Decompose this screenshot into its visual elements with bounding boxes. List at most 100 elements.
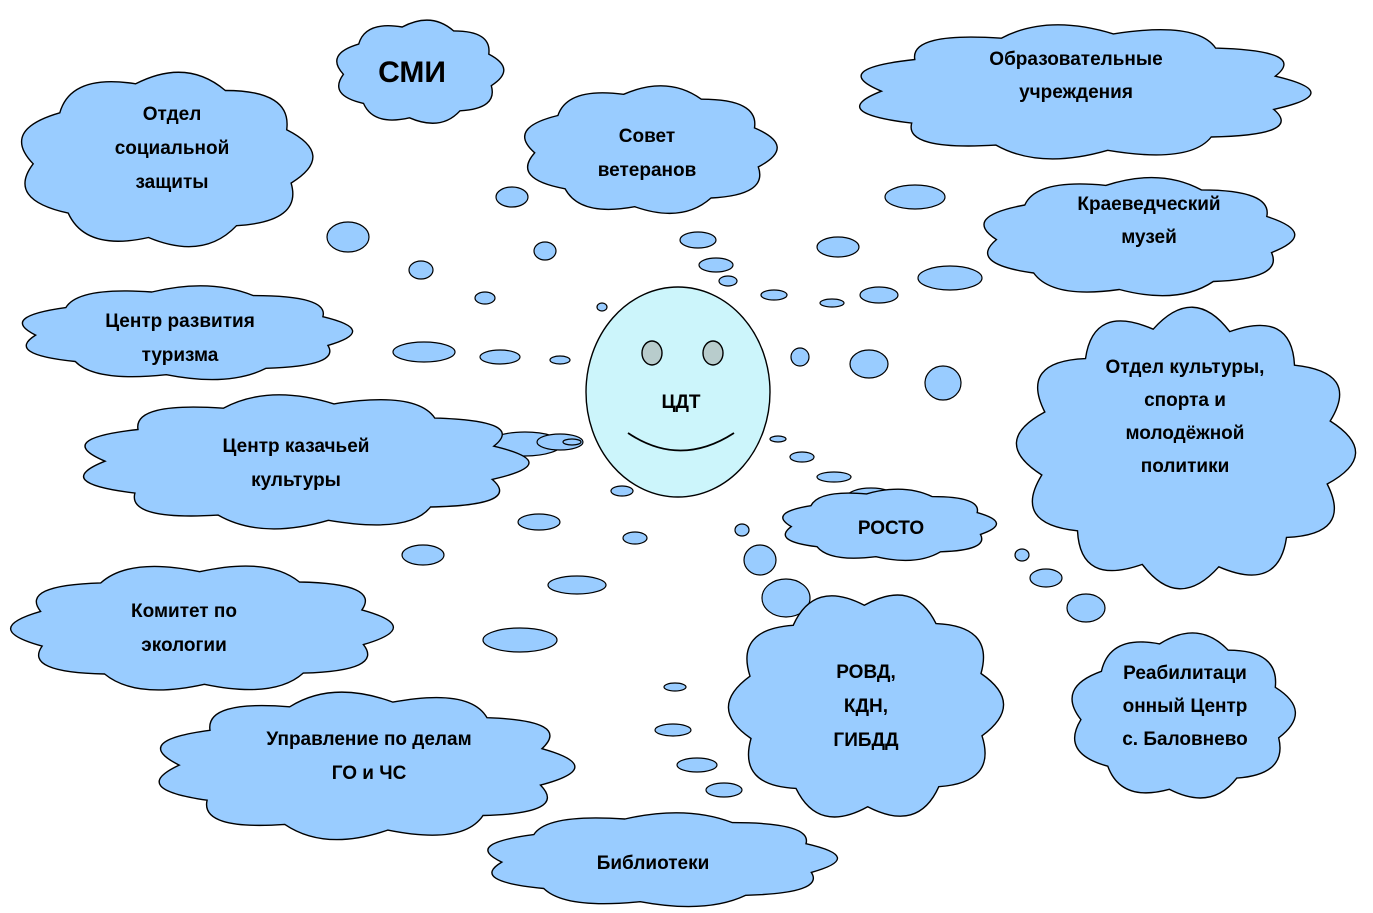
cloud-label-line: туризма [142, 345, 219, 366]
cloud-emergency: Управление по делам ГО и ЧС [158, 691, 576, 841]
connector-bubble [663, 682, 687, 692]
connector-bubble [1066, 593, 1106, 623]
connector-bubble [533, 241, 557, 261]
connector-bubble [654, 723, 692, 737]
cloud-label-line: СМИ [378, 56, 446, 89]
connector-bubble [734, 523, 750, 537]
cloud-culture: Отдел культуры,спорта имолодёжнойполитик… [1015, 306, 1357, 590]
connector-bubble [408, 260, 434, 280]
connector-bubble [769, 435, 787, 443]
cloud-label-line: Управление по делам [266, 729, 471, 750]
cloud-label-line: социальной [115, 138, 230, 159]
connector-bubble [679, 231, 717, 249]
connector-bubble [705, 782, 743, 798]
cloud-label-line: Совет [619, 126, 675, 147]
connector-bubble [917, 265, 983, 291]
connector-bubble [884, 184, 946, 210]
cloud-label-line: Краеведческий [1077, 194, 1220, 215]
cloud-cossack: Центр казачьей культуры [82, 394, 530, 530]
cloud-label-line: Образовательные [989, 49, 1162, 70]
cloud-label-line: Комитет по [131, 601, 237, 622]
cloud-shape [21, 71, 314, 248]
cloud-nodes: СМИ Отдел социальной защиты Совет ветеранов Об… [9, 19, 1357, 908]
connector-bubble [743, 544, 777, 576]
cloud-label-line: ГИБДД [833, 730, 899, 751]
connector-bubble [718, 275, 738, 287]
cloud-shape [1071, 632, 1297, 799]
cloud-shape [782, 488, 998, 562]
connector-bubble [760, 289, 788, 301]
connector-bubble [517, 513, 561, 531]
cloud-label-line: онный Центр [1123, 696, 1248, 717]
cloud-label-line: РОСТО [858, 518, 924, 539]
connector-bubble [474, 291, 496, 305]
center-face: ЦДТ [585, 286, 771, 498]
cloud-label-line: музей [1121, 227, 1177, 248]
cloud-shape [1015, 306, 1357, 590]
connector-bubble [789, 451, 815, 463]
cloud-label-line: Библиотеки [597, 853, 710, 874]
connector-bubble [849, 349, 889, 379]
cloud-shape [487, 812, 839, 908]
connector-bubble [622, 531, 648, 545]
cloud-museum: Краеведческий музей [983, 176, 1296, 297]
connector-bubble [676, 757, 718, 773]
cloud-label-line: защиты [135, 172, 208, 193]
cloud-label-line: с. Баловнево [1122, 729, 1248, 750]
right-eye [702, 340, 724, 366]
cloud-label-line: РОВД, [836, 662, 896, 683]
connector-bubble [610, 485, 634, 497]
connector-bubble [859, 286, 899, 304]
connector-bubble [392, 341, 456, 363]
connector-bubble [790, 347, 810, 367]
connector-bubble [698, 257, 734, 273]
cloud-label-line: Отдел [143, 104, 202, 125]
cloud-shape [21, 285, 354, 381]
connector-bubble [761, 578, 811, 618]
connector-bubble [562, 438, 582, 446]
cloud-education: Образовательные учреждения [859, 24, 1312, 160]
cloud-label-line: ГО и ЧС [332, 763, 407, 784]
cloud-label-line: спорта и [1144, 390, 1226, 411]
connector-bubble [536, 433, 584, 451]
connector-bubble [819, 298, 845, 308]
connector-bubble [1014, 548, 1030, 562]
cloud-label-line: политики [1141, 456, 1230, 477]
left-eye [641, 340, 663, 366]
cloud-library: Библиотеки [487, 812, 839, 908]
connector-bubble [495, 186, 529, 208]
cloud-shape [859, 24, 1312, 160]
connector-bubble [1029, 568, 1063, 588]
connector-bubble [401, 544, 445, 566]
cloud-shape [336, 19, 505, 124]
cloud-ecology: Комитет по экологии [9, 565, 395, 691]
cloud-police: РОВД, КДН, ГИБДД [727, 594, 1005, 818]
connector-bubbles [326, 184, 1106, 798]
cloud-label-line: Центр развития [105, 311, 255, 332]
center-label: ЦДТ [661, 392, 700, 413]
cloud-label-line: ветеранов [598, 160, 697, 181]
cloud-tourism: Центр развития туризма [21, 285, 354, 381]
connector-bubble [482, 627, 558, 653]
cloud-shape [9, 565, 395, 691]
connector-bubble [479, 349, 521, 365]
cloud-shape [524, 85, 778, 215]
cloud-veterans: Совет ветеранов [524, 85, 778, 215]
cloud-label-line: Отдел культуры, [1106, 357, 1265, 378]
connector-bubble [924, 365, 962, 401]
cloud-label-line: экологии [141, 635, 227, 656]
cloud-shape [983, 176, 1296, 297]
cloud-shape [158, 691, 576, 841]
cloud-label-line: Центр казачьей [223, 436, 370, 457]
cloud-smi: СМИ [336, 19, 505, 124]
cloud-label-line: культуры [251, 470, 341, 491]
cloud-label-line: КДН, [844, 696, 888, 717]
connector-bubble [549, 355, 571, 365]
connector-bubble [326, 221, 370, 253]
connector-bubble [547, 575, 607, 595]
cloud-label-line: учреждения [1019, 82, 1133, 103]
cloud-social: Отдел социальной защиты [21, 71, 314, 248]
cloud-shape [727, 594, 1005, 818]
